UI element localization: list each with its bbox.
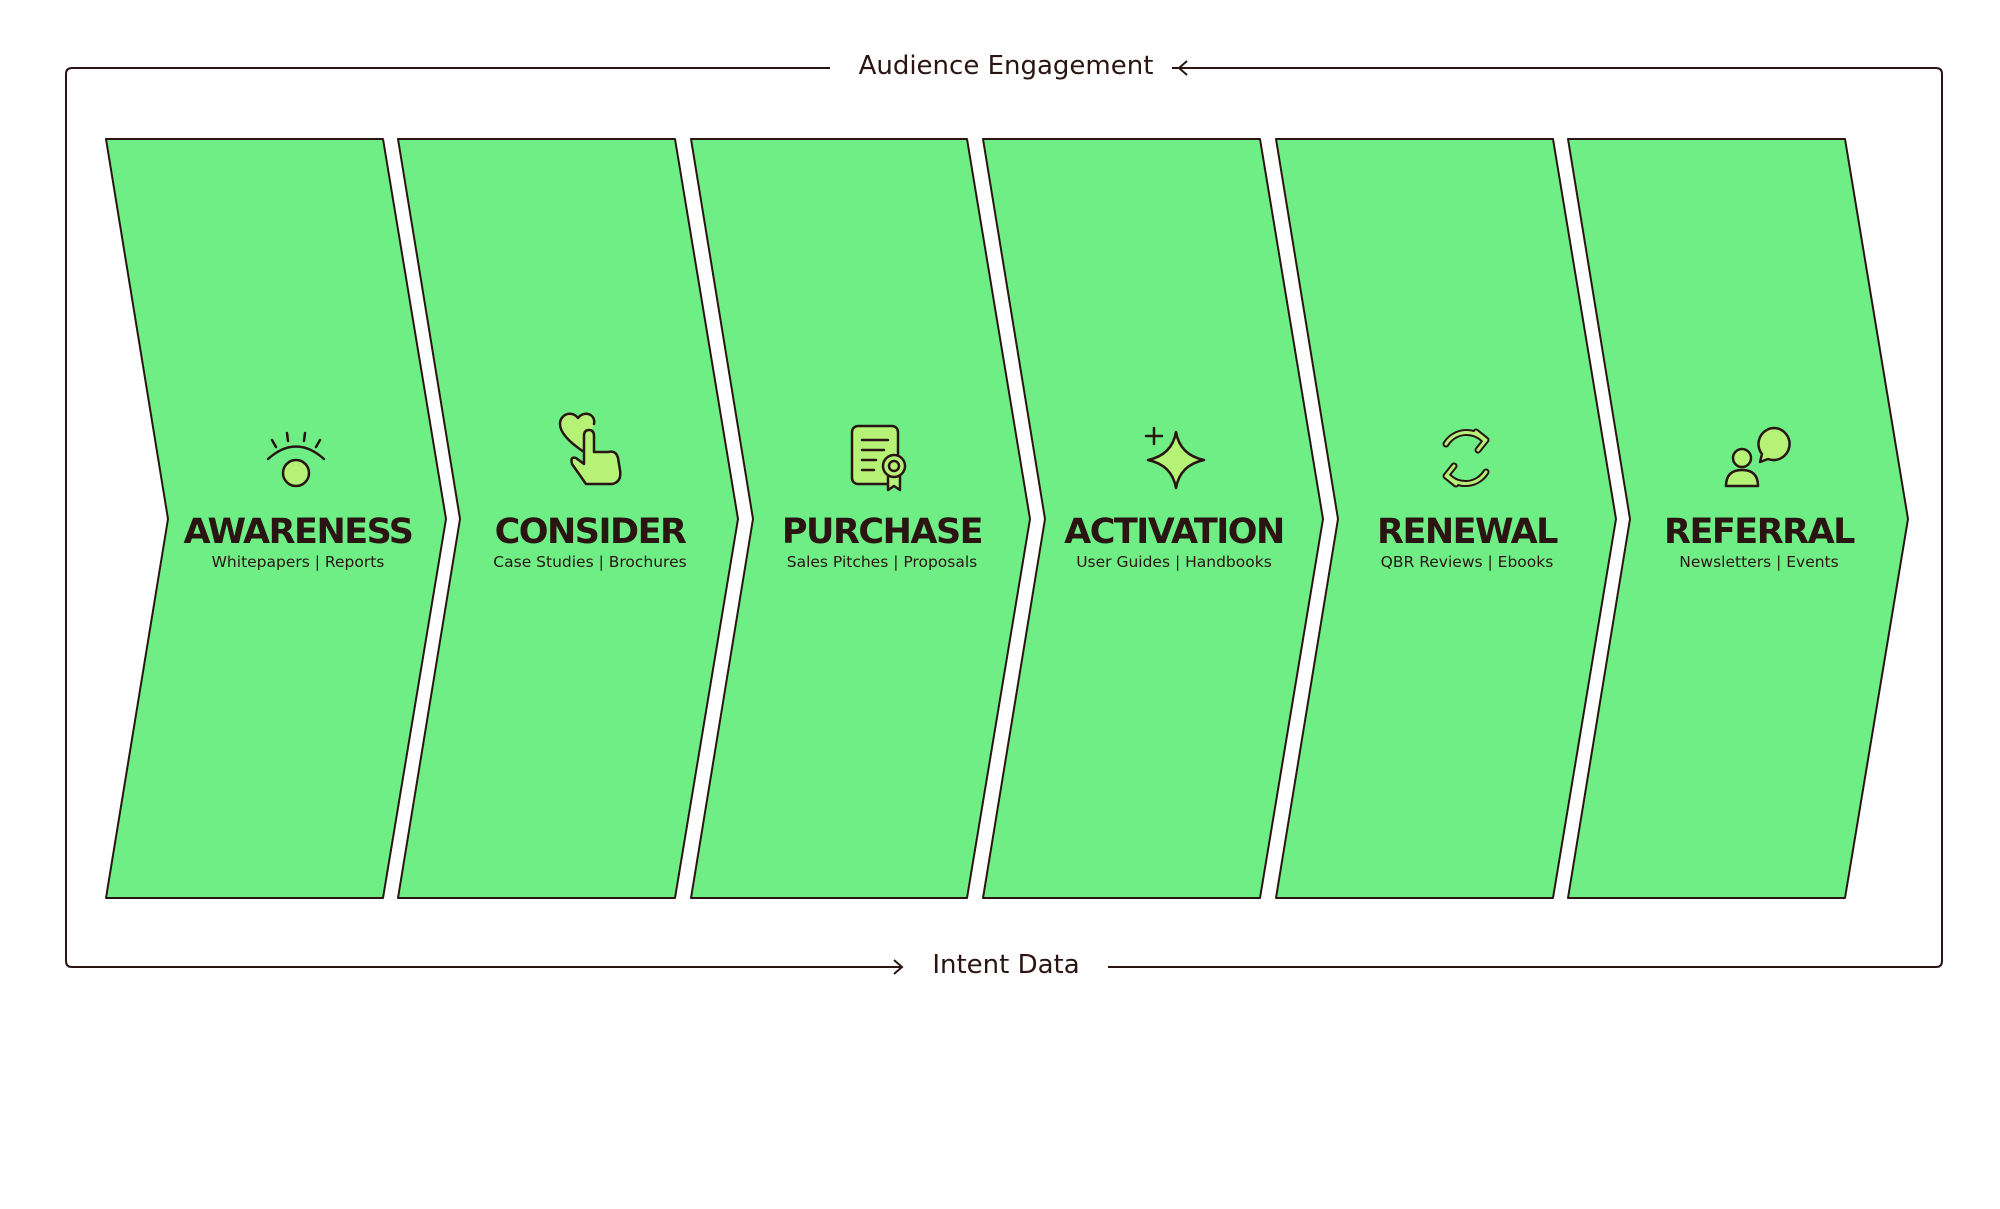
stage-chevron — [982, 138, 1324, 899]
stage-chevron — [397, 138, 739, 899]
stage-chevron — [1275, 138, 1617, 899]
stage-consider: CONSIDER Case Studies | Brochures — [397, 138, 739, 899]
stage-title: PURCHASE — [782, 512, 982, 552]
loop-top-arrow — [1177, 60, 1193, 76]
stage-title: RENEWAL — [1377, 512, 1558, 552]
stage-chevron — [105, 138, 447, 899]
stage-subtitle: Case Studies | Brochures — [493, 553, 686, 571]
stage-awareness: AWARENESS Whitepapers | Reports — [105, 138, 447, 899]
stage-chevron — [690, 138, 1031, 899]
stage-subtitle: Sales Pitches | Proposals — [787, 553, 977, 571]
stage-subtitle: User Guides | Handbooks — [1076, 553, 1272, 571]
stage-purchase: PURCHASE Sales Pitches | Proposals — [690, 138, 1031, 899]
loop-bottom-label: Intent Data — [932, 950, 1079, 980]
certificate-icon — [850, 424, 907, 492]
loop-bottom-arrow — [888, 959, 904, 975]
loop-top-label: Audience Engagement — [859, 51, 1154, 81]
stage-activation: ACTIVATION User Guides | Handbooks — [982, 138, 1324, 899]
stage-subtitle: Newsletters | Events — [1679, 553, 1838, 571]
user-chat-icon — [1724, 426, 1791, 488]
stage-title: REFERRAL — [1664, 512, 1855, 552]
sparkle-icon — [1144, 426, 1206, 490]
stage-subtitle: QBR Reviews | Ebooks — [1381, 553, 1554, 571]
stage-chevron — [1567, 138, 1909, 899]
stage-title: CONSIDER — [495, 512, 687, 552]
stage-title: ACTIVATION — [1064, 512, 1284, 552]
stage-renewal: RENEWAL QBR Reviews | Ebooks — [1275, 138, 1617, 899]
refresh-icon-fill — [1444, 430, 1488, 486]
eye-icon — [266, 431, 326, 488]
stage-subtitle: Whitepapers | Reports — [212, 553, 385, 571]
engagement-loop-frame — [65, 60, 1943, 975]
heart-hand-icon — [558, 412, 622, 486]
stage-referral: REFERRAL Newsletters | Events — [1567, 138, 1909, 899]
stage-title: AWARENESS — [183, 512, 412, 552]
